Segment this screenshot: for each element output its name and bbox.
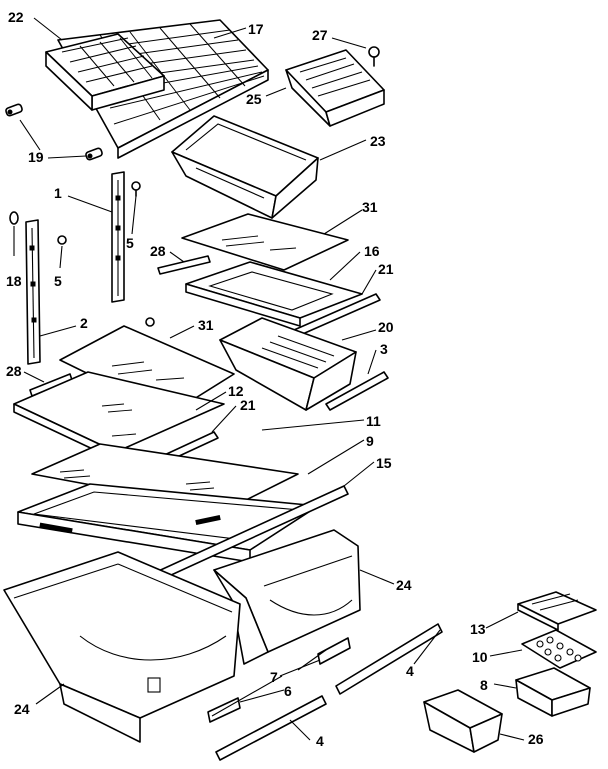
bin-25 bbox=[285, 49, 385, 127]
callout-7: 7 bbox=[270, 669, 278, 685]
callout-27: 27 bbox=[312, 27, 328, 43]
slide-rail-3 bbox=[325, 371, 389, 411]
crisper-drawer-24-right bbox=[213, 529, 361, 665]
shelf-rail-1 bbox=[111, 171, 125, 303]
cover-13 bbox=[517, 591, 597, 631]
crisper-drawer-24-left bbox=[3, 551, 241, 743]
callout-23: 23 bbox=[370, 133, 386, 149]
callout-5b: 5 bbox=[54, 273, 62, 289]
callout-3: 3 bbox=[380, 341, 388, 357]
callout-15: 15 bbox=[376, 455, 392, 471]
glass-shelf-31a bbox=[181, 213, 349, 271]
shelf-rail-2 bbox=[25, 219, 41, 365]
callout-10: 10 bbox=[472, 649, 488, 665]
callout-25: 25 bbox=[246, 91, 262, 107]
callout-31b: 31 bbox=[198, 317, 214, 333]
callout-2: 2 bbox=[80, 315, 88, 331]
callout-6: 6 bbox=[284, 683, 292, 699]
spacer-18 bbox=[9, 211, 19, 225]
door-bin-26 bbox=[423, 689, 503, 753]
callout-21a: 21 bbox=[378, 261, 394, 277]
slide-rail-4b bbox=[215, 695, 327, 761]
storage-bin-23 bbox=[171, 115, 319, 219]
leader-lines bbox=[13, 17, 525, 741]
callout-18: 18 bbox=[6, 273, 22, 289]
crisper-drawer-20 bbox=[219, 317, 357, 411]
callout-8: 8 bbox=[480, 677, 488, 693]
crisper-frame-16 bbox=[185, 261, 363, 327]
dairy-bin-8 bbox=[515, 667, 591, 717]
callout-24b: 24 bbox=[14, 701, 30, 717]
callout-21b: 21 bbox=[240, 397, 256, 413]
callout-28b: 28 bbox=[6, 363, 22, 379]
callout-28a: 28 bbox=[150, 243, 166, 259]
callout-4b: 4 bbox=[316, 733, 324, 749]
callout-20: 20 bbox=[378, 319, 394, 335]
callout-11: 11 bbox=[366, 413, 381, 429]
callout-4a: 4 bbox=[406, 663, 414, 679]
callout-19: 19 bbox=[28, 149, 44, 165]
callout-1: 1 bbox=[54, 185, 62, 201]
clip-6 bbox=[207, 697, 241, 723]
shelf-pin-19a bbox=[5, 103, 23, 117]
clip-7 bbox=[317, 637, 351, 665]
callout-22: 22 bbox=[8, 9, 24, 25]
ice-tray-22 bbox=[45, 33, 165, 111]
slide-rail-4a bbox=[335, 623, 443, 695]
callout-5a: 5 bbox=[126, 235, 134, 251]
egg-tray-10 bbox=[521, 629, 597, 669]
screw-5c bbox=[57, 235, 67, 245]
callout-31a: 31 bbox=[362, 199, 378, 215]
callout-17: 17 bbox=[248, 21, 264, 37]
callout-26: 26 bbox=[528, 731, 544, 747]
screw-27 bbox=[368, 46, 380, 67]
callout-16: 16 bbox=[364, 243, 380, 259]
screw-5b bbox=[145, 317, 155, 327]
callout-13: 13 bbox=[470, 621, 486, 637]
callout-24a: 24 bbox=[396, 577, 412, 593]
trim-28a bbox=[157, 255, 211, 275]
callout-labels: 22 17 27 25 23 19 1 5 18 5 31 28 16 21 2… bbox=[6, 9, 544, 749]
callout-12: 12 bbox=[228, 383, 244, 399]
shelf-pin-19b bbox=[85, 147, 103, 161]
callout-9: 9 bbox=[366, 433, 374, 449]
screw-5a bbox=[131, 181, 141, 197]
